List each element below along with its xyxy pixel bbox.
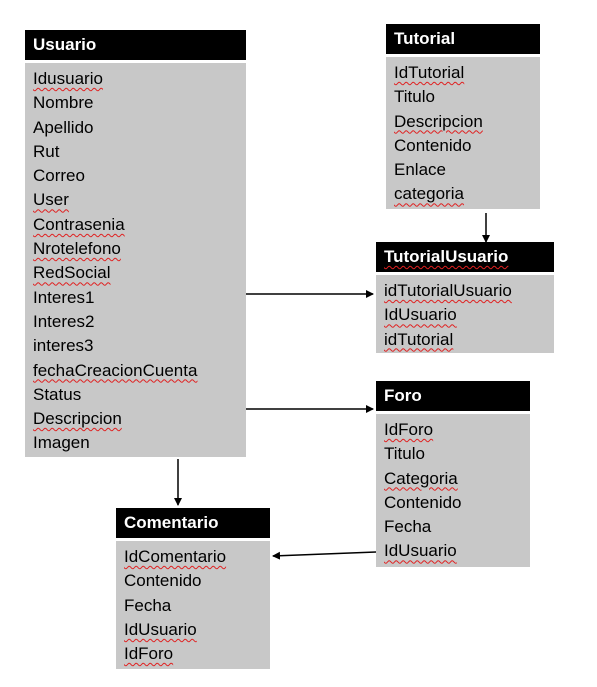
attribute-comentario-1: Contenido — [124, 571, 202, 591]
attribute-usuario-14: Descripcion — [33, 409, 122, 429]
attribute-usuario-4: Correo — [33, 166, 85, 186]
attribute-tutorialusuario-2: idTutorial — [384, 329, 454, 349]
attribute-usuario-10: Interes2 — [33, 311, 95, 331]
attribute-usuario-12: fechaCreacionCuenta — [33, 360, 198, 380]
entity-usuario: Usuario Idusuario Nombre Apellido Rut Co… — [25, 30, 246, 457]
entity-foro-header: Foro — [376, 381, 530, 411]
attribute-tutorial-4: Enlace — [394, 160, 446, 180]
attribute-foro-2: Categoria — [384, 468, 458, 488]
entity-tutorial-header: Tutorial — [386, 24, 540, 54]
attribute-usuario-7: Nrotelefono — [33, 239, 121, 259]
entity-foro: Foro IdForo Titulo Categoria Contenido F… — [376, 381, 530, 567]
attribute-usuario-5: User — [33, 190, 69, 210]
entity-tutorialusuario-header: TutorialUsuario — [376, 242, 554, 272]
entity-tutorial: Tutorial IdTutorial Titulo Descripcion C… — [386, 24, 540, 209]
entity-comentario: Comentario IdComentario Contenido Fecha … — [116, 508, 270, 669]
attribute-usuario-2: Apellido — [33, 117, 94, 137]
attribute-tutorial-0: IdTutorial — [394, 63, 465, 82]
arrow-foro-to-comentario — [272, 551, 377, 560]
entity-usuario-attributes: Idusuario Nombre Apellido Rut Correo Use… — [25, 63, 246, 457]
attribute-usuario-11: interes3 — [33, 336, 94, 356]
entity-usuario-header: Usuario — [25, 30, 246, 60]
attribute-tutorial-5: categoria — [394, 184, 464, 204]
attribute-tutorialusuario-1: IdUsuario — [384, 305, 457, 325]
attribute-comentario-3: IdUsuario — [124, 619, 197, 639]
attribute-usuario-1: Nombre — [33, 93, 94, 113]
attribute-foro-3: Contenido — [384, 492, 462, 512]
attribute-foro-0: IdForo — [384, 420, 434, 439]
attribute-tutorial-1: Titulo — [394, 87, 435, 107]
attribute-foro-5: IdUsuario — [384, 541, 457, 561]
attribute-tutorialusuario-0: idTutorialUsuario — [384, 281, 512, 300]
attribute-usuario-6: Contrasenia — [33, 214, 125, 234]
attribute-usuario-15: Imagen — [33, 433, 90, 453]
attribute-tutorial-3: Contenido — [394, 135, 472, 155]
attribute-usuario-0: Idusuario — [33, 69, 103, 88]
entity-foro-attributes: IdForo Titulo Categoria Contenido Fecha … — [376, 414, 530, 567]
attribute-comentario-4: IdForo — [124, 644, 174, 664]
entity-tutorialusuario-attributes: idTutorialUsuario IdUsuario idTutorial — [376, 275, 554, 353]
attribute-foro-1: Titulo — [384, 444, 425, 464]
attribute-usuario-8: RedSocial — [33, 263, 111, 283]
attribute-usuario-13: Status — [33, 384, 82, 404]
attribute-usuario-9: Interes1 — [33, 287, 95, 307]
entity-comentario-header: Comentario — [116, 508, 270, 538]
attribute-usuario-3: Rut — [33, 141, 60, 161]
attribute-comentario-2: Fecha — [124, 595, 172, 615]
entity-tutorial-attributes: IdTutorial Titulo Descripcion Contenido … — [386, 57, 540, 209]
attribute-foro-4: Fecha — [384, 517, 432, 537]
attribute-comentario-0: IdComentario — [124, 547, 227, 566]
entity-tutorialusuario: TutorialUsuario idTutorialUsuario IdUsua… — [376, 242, 554, 353]
attribute-tutorial-2: Descripcion — [394, 111, 483, 131]
entity-comentario-attributes: IdComentario Contenido Fecha IdUsuario I… — [116, 541, 270, 669]
